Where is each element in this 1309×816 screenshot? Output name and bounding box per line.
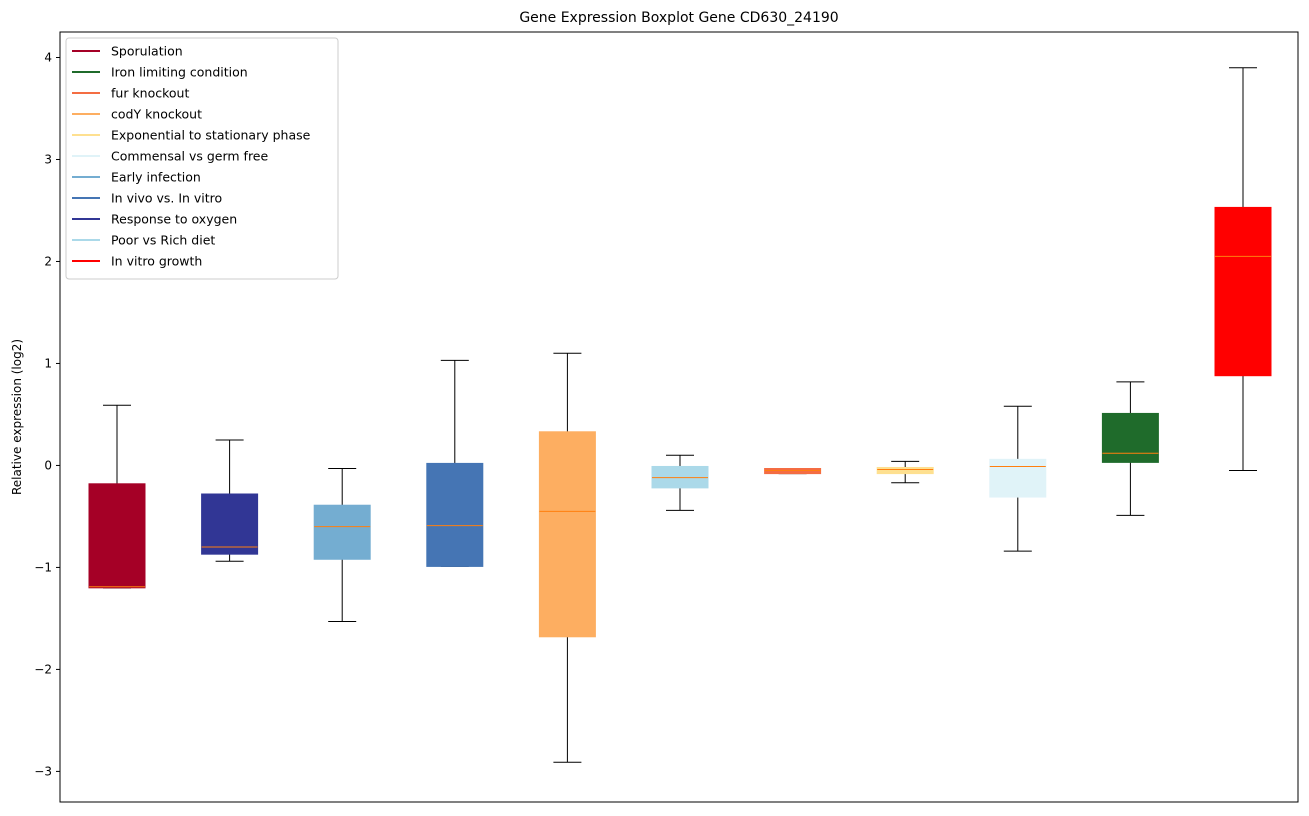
box-body bbox=[1101, 412, 1159, 463]
legend-label: fur knockout bbox=[111, 86, 189, 101]
box-body bbox=[313, 504, 371, 560]
box-7 bbox=[764, 468, 822, 475]
box-1 bbox=[88, 404, 146, 589]
legend-label: Commensal vs germ free bbox=[111, 149, 268, 164]
box-2 bbox=[201, 439, 259, 562]
legend-item: In vitro growth bbox=[72, 254, 202, 269]
box-6 bbox=[651, 454, 709, 511]
box-body bbox=[764, 468, 822, 475]
box-3 bbox=[313, 468, 371, 622]
legend-item: Exponential to stationary phase bbox=[72, 128, 311, 143]
legend-label: In vivo vs. In vitro bbox=[111, 191, 222, 206]
legend-item: In vivo vs. In vitro bbox=[72, 191, 222, 206]
legend-item: Iron limiting condition bbox=[72, 65, 248, 80]
legend-label: Early infection bbox=[111, 170, 201, 185]
legend-label: Exponential to stationary phase bbox=[111, 128, 311, 143]
y-tick-label: −3 bbox=[34, 764, 52, 778]
box-5 bbox=[538, 352, 596, 763]
legend-label: Response to oxygen bbox=[111, 212, 237, 227]
box-body bbox=[651, 465, 709, 489]
box-4 bbox=[426, 359, 484, 567]
y-tick-label: 1 bbox=[44, 356, 52, 370]
y-tick-label: 2 bbox=[44, 254, 52, 268]
legend-item: Response to oxygen bbox=[72, 212, 237, 227]
legend-item: Commensal vs germ free bbox=[72, 149, 268, 164]
legend-label: In vitro growth bbox=[111, 254, 202, 269]
chart-title: Gene Expression Boxplot Gene CD630_24190 bbox=[519, 10, 838, 26]
box-10 bbox=[1101, 381, 1159, 516]
legend-label: codY knockout bbox=[111, 107, 202, 122]
y-tick-label: −1 bbox=[34, 560, 52, 574]
legend-frame bbox=[65, 37, 339, 280]
box-body bbox=[876, 466, 934, 475]
box-9 bbox=[989, 405, 1047, 552]
box-body bbox=[201, 493, 259, 555]
box-8 bbox=[876, 460, 934, 484]
boxes-layer bbox=[88, 67, 1272, 763]
plot-frame bbox=[59, 31, 1299, 803]
y-tick-label: 3 bbox=[44, 152, 52, 166]
box-body bbox=[88, 483, 146, 589]
box-11 bbox=[1214, 67, 1272, 472]
y-axis: −3 −2 −1 0 1 2 3 4 bbox=[34, 50, 60, 778]
legend-item: Poor vs Rich diet bbox=[72, 233, 215, 248]
y-tick-label: 0 bbox=[44, 458, 52, 472]
legend-label: Poor vs Rich diet bbox=[111, 233, 215, 248]
y-tick-label: 4 bbox=[44, 50, 52, 64]
legend-item: Early infection bbox=[72, 170, 201, 185]
legend-label: Iron limiting condition bbox=[111, 65, 248, 80]
box-body bbox=[426, 462, 484, 567]
legend-item: codY knockout bbox=[72, 107, 202, 122]
y-axis-label: Relative expression (log2) bbox=[10, 339, 24, 495]
legend-item: fur knockout bbox=[72, 86, 189, 101]
legend-label: Sporulation bbox=[111, 44, 183, 59]
y-tick-label: −2 bbox=[34, 662, 52, 676]
box-body bbox=[1214, 206, 1272, 377]
box-body bbox=[989, 458, 1047, 498]
legend-item: Sporulation bbox=[72, 44, 183, 59]
box-body bbox=[538, 431, 596, 638]
